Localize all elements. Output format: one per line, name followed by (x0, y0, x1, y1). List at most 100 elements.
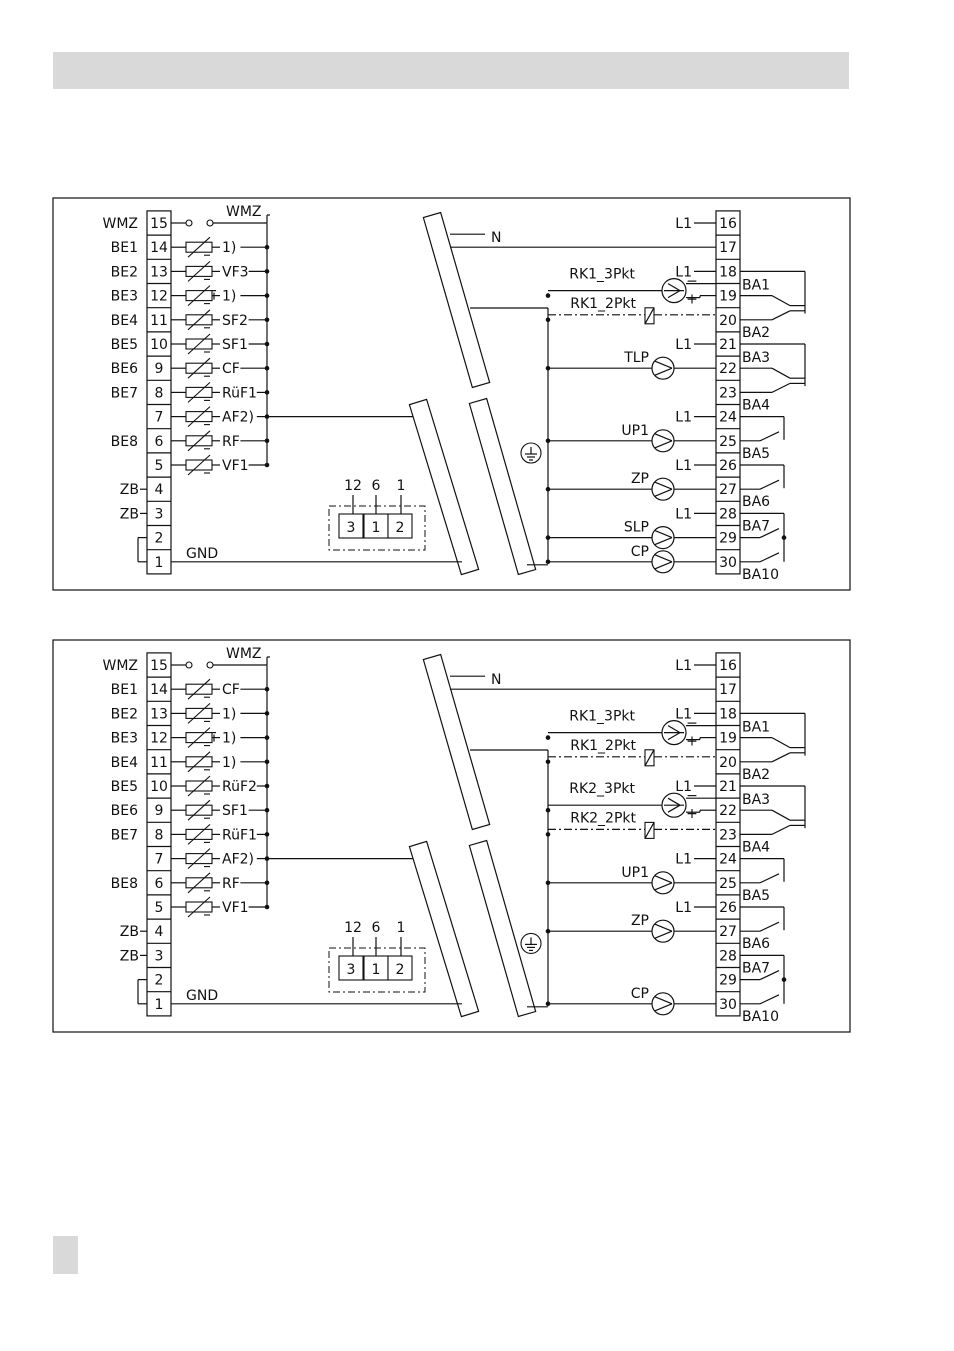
input-label: WMZ (102, 658, 138, 674)
terminal-number: 29 (719, 531, 737, 547)
terminal-number: 21 (719, 337, 737, 353)
pump-icon (654, 875, 673, 884)
actuator-icon (667, 283, 681, 292)
junction-dot (545, 832, 551, 837)
connector-cell (338, 955, 364, 981)
actuator-label: RK1_3Pkt (569, 267, 635, 283)
signal-label: AF2) (222, 852, 254, 868)
actuator-icon (667, 725, 681, 734)
terminal-number: 3 (155, 948, 164, 964)
relay-output-label: BA2 (742, 767, 770, 783)
signal-label: 1) (222, 731, 236, 747)
connector-cell-number: 3 (347, 962, 356, 978)
contact-terminal (185, 661, 193, 669)
pump-label: ZP (631, 471, 649, 487)
cable-bar-lower-right (468, 397, 537, 576)
relay-output-label: BA3 (742, 792, 770, 808)
input-label: BE3 (111, 289, 138, 305)
relay-icon (644, 307, 655, 325)
terminal-number: 25 (719, 434, 737, 450)
pump-icon (654, 488, 673, 497)
input-label: BE7 (111, 385, 138, 401)
pump-label: CP (631, 544, 649, 560)
input-label: BE8 (111, 876, 138, 892)
connector-cell (338, 513, 364, 539)
signal-label: SF2 (222, 313, 248, 329)
connector-pin-label: 6 (372, 920, 381, 936)
sensor-slash (187, 702, 211, 724)
input-label: BE1 (111, 240, 138, 256)
relay-contact (759, 479, 780, 490)
sensor-slash (187, 751, 211, 773)
pump-icon (654, 923, 673, 932)
signal-label: CF (222, 361, 240, 377)
page-tab (53, 1236, 78, 1274)
terminal-number: 4 (155, 924, 164, 940)
terminal-number: 5 (155, 458, 164, 474)
l1-label: L1 (675, 900, 692, 916)
junction-dot (781, 535, 787, 540)
relay-output-label: BA7 (742, 518, 770, 534)
l1-label: L1 (675, 337, 692, 353)
junction-dot (545, 759, 551, 765)
relay-output-label: BA5 (742, 888, 770, 904)
terminal-number: 23 (719, 385, 737, 401)
actuator-label: RK1_3Pkt (569, 709, 635, 725)
terminal-number: 17 (719, 240, 737, 256)
sensor-slash (187, 727, 211, 749)
connector-cell (387, 513, 413, 539)
minus-sign: − (686, 716, 698, 732)
signal-label: 1) (222, 289, 236, 305)
relay-contact (771, 295, 791, 307)
relay-contact (771, 809, 791, 821)
l1-label: L1 (675, 458, 692, 474)
terminal-number: 2 (155, 531, 164, 547)
gnd-label: GND (186, 988, 218, 1004)
sensor-slash (187, 333, 211, 355)
sensor-slash (187, 285, 211, 307)
signal-label: VF1 (222, 900, 249, 916)
l1-label: L1 (675, 706, 692, 722)
input-label: BE1 (111, 682, 138, 698)
sensor-slash (187, 260, 211, 282)
terminal-number: 8 (155, 827, 164, 843)
relay-output-label: BA4 (742, 397, 770, 413)
pump-icon (654, 996, 673, 1005)
terminal-number: 23 (719, 827, 737, 843)
relay-contact (759, 431, 780, 442)
l1-label: L1 (675, 506, 692, 522)
sensor-slash (187, 406, 211, 428)
connector-cell (387, 955, 413, 981)
relay-output-label: BA2 (742, 325, 770, 341)
junction-dot (545, 317, 551, 323)
contact-terminal (206, 219, 214, 227)
relay-output-label: BA5 (742, 446, 770, 462)
actuator-icon (667, 804, 681, 813)
signal-label: VF3 (222, 264, 249, 280)
l1-label: L1 (675, 410, 692, 426)
relay-output-label: BA4 (742, 839, 770, 855)
sensor-slash (187, 823, 211, 845)
terminal-number: 25 (719, 876, 737, 892)
relay-contact (771, 752, 791, 763)
pump-label: ZP (631, 913, 649, 929)
input-label: BE5 (111, 337, 138, 353)
pump-label: SLP (624, 520, 649, 536)
actuator-label: RK1_2Pkt (570, 296, 636, 312)
cable-bar-top (422, 653, 491, 831)
terminal-number: 30 (719, 997, 737, 1013)
input-label: BE5 (111, 779, 138, 795)
actuator-label: RK2_3Pkt (569, 781, 635, 797)
signal-label: RF (222, 434, 240, 450)
terminal-number: 20 (719, 313, 737, 329)
input-label: BE4 (111, 313, 138, 329)
signal-label: CF (222, 682, 240, 698)
sensor-slash (187, 357, 211, 379)
sensor-slash (187, 678, 211, 700)
terminal-number: 9 (155, 803, 164, 819)
terminal-number: 12 (150, 731, 168, 747)
minus-sign: − (686, 274, 698, 290)
terminal-number: 21 (719, 779, 737, 795)
pump-icon (654, 530, 673, 539)
